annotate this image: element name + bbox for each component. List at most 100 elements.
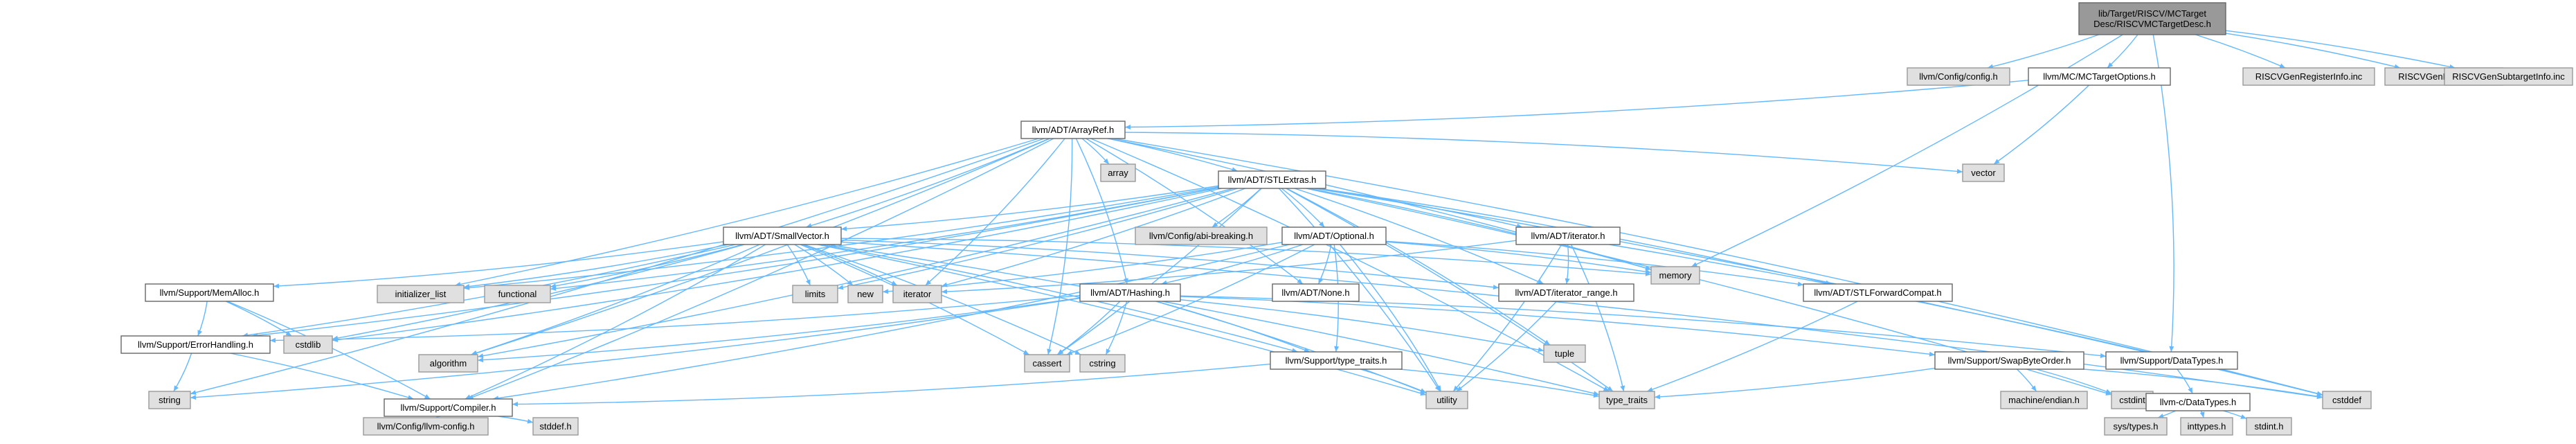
node-algorithm: algorithm bbox=[418, 354, 478, 373]
node-label-iterator: iterator bbox=[903, 289, 932, 299]
node-label-stlforward: llvm/ADT/STLForwardCompat.h bbox=[1814, 287, 1941, 298]
edge-smallvector-to-iterator bbox=[802, 244, 898, 286]
edge-iteratorh-to-iterator bbox=[941, 240, 1517, 293]
arrowhead-root-to-reginfo bbox=[2279, 63, 2286, 69]
arrowhead-swapbyteorder-to-cstddef bbox=[2316, 393, 2323, 399]
node-array: array bbox=[1100, 163, 1136, 182]
edge-root-to-config bbox=[1987, 34, 2100, 69]
node-box-memory bbox=[1650, 266, 1700, 285]
arrowhead-hashing-to-datatypes bbox=[2100, 353, 2106, 358]
node-box-subtargetinfo bbox=[2444, 67, 2573, 86]
node-optional[interactable]: llvm/ADT/Optional.h bbox=[1281, 227, 1387, 245]
node-label-config: llvm/Config/config.h bbox=[1919, 71, 1997, 82]
node-label-typetraits: type_traits bbox=[1606, 395, 1648, 405]
node-box-arrayref bbox=[1020, 121, 1126, 139]
edge-arrayref-to-iterator bbox=[925, 138, 1065, 286]
node-box-root bbox=[2078, 2, 2226, 35]
node-label-reginfo: RISCVGenRegisterInfo.inc bbox=[2255, 71, 2363, 82]
node-label-llvmconfig: llvm/Config/llvm-config.h bbox=[377, 421, 475, 432]
node-cstdlib: cstdlib bbox=[283, 335, 333, 354]
node-typetraitsh[interactable]: llvm/Support/type_traits.h bbox=[1270, 351, 1403, 370]
node-smallvector[interactable]: llvm/ADT/SmallVector.h bbox=[723, 227, 842, 245]
arrowhead-cdatatypes-to-systypes bbox=[2158, 414, 2164, 418]
node-utility: utility bbox=[1425, 391, 1468, 409]
node-box-smallvector bbox=[723, 227, 842, 245]
arrowhead-hashing-to-swapbyteorder bbox=[1929, 351, 1935, 357]
node-label-systypes: sys/types.h bbox=[2113, 421, 2158, 432]
arrowhead-typetraitsh-to-compiler bbox=[512, 401, 519, 407]
node-box-cassert bbox=[1024, 354, 1070, 373]
node-stlextras[interactable]: llvm/ADT/STLExtras.h bbox=[1218, 170, 1326, 189]
node-box-config bbox=[1907, 67, 2010, 86]
node-iteratorh[interactable]: llvm/ADT/iterator.h bbox=[1515, 227, 1621, 245]
node-box-cstddef bbox=[2322, 391, 2372, 409]
node-errorhandling[interactable]: llvm/Support/ErrorHandling.h bbox=[120, 335, 271, 354]
arrowhead-root-to-mctargetoptions bbox=[2107, 62, 2114, 68]
arrowhead-optional-to-stlforward bbox=[1797, 281, 1803, 287]
edge-arrayref-to-compiler bbox=[467, 138, 1054, 400]
node-none[interactable]: llvm/ADT/None.h bbox=[1272, 283, 1360, 302]
edge-typetraitsh-to-typetraits bbox=[1400, 368, 1600, 397]
node-arrayref[interactable]: llvm/ADT/ArrayRef.h bbox=[1020, 121, 1126, 139]
nodes-layer: lib/Target/RISCV/MCTargetDesc/RISCVMCTar… bbox=[120, 2, 2573, 436]
node-iterrange[interactable]: llvm/ADT/iterator_range.h bbox=[1498, 283, 1634, 302]
node-memalloc[interactable]: llvm/Support/MemAlloc.h bbox=[145, 283, 274, 302]
node-label-smallvector: llvm/ADT/SmallVector.h bbox=[735, 231, 829, 241]
node-llvmconfig: llvm/Config/llvm-config.h bbox=[363, 417, 489, 436]
edge-smallvector-to-cstring bbox=[804, 244, 1081, 355]
arrowhead-arrayref-to-hashing bbox=[1123, 278, 1128, 284]
node-label-swapbyteorder: llvm/Support/SwapByteOrder.h bbox=[1948, 355, 2071, 366]
arrowhead-optional-to-memory bbox=[1645, 269, 1651, 274]
node-box-hashing bbox=[1079, 283, 1181, 302]
node-inttypes: inttypes.h bbox=[2180, 417, 2233, 436]
node-reginfo: RISCVGenRegisterInfo.inc bbox=[2242, 67, 2375, 86]
node-hashing[interactable]: llvm/ADT/Hashing.h bbox=[1079, 283, 1181, 302]
node-datatypes[interactable]: llvm/Support/DataTypes.h bbox=[2105, 351, 2238, 370]
node-label-limits: limits bbox=[805, 289, 826, 299]
node-compiler[interactable]: llvm/Support/Compiler.h bbox=[384, 398, 513, 417]
arrowhead-hashing-to-string bbox=[190, 395, 197, 400]
node-box-inttypes bbox=[2180, 417, 2233, 436]
arrowhead-arrayref-to-none bbox=[1297, 278, 1303, 284]
node-box-new bbox=[847, 285, 883, 303]
node-label-arrayref: llvm/ADT/ArrayRef.h bbox=[1032, 125, 1114, 135]
arrowhead-swapbyteorder-to-machineendian bbox=[2030, 385, 2037, 391]
edge-stlextras-to-iterator bbox=[941, 188, 1245, 287]
arrowhead-stlextras-to-typetraits bbox=[1607, 386, 1613, 391]
node-box-array bbox=[1100, 163, 1136, 182]
node-label-cstdlib: cstdlib bbox=[296, 339, 321, 350]
node-cdatatypes[interactable]: llvm-c/DataTypes.h bbox=[2145, 393, 2251, 411]
node-box-systypes bbox=[2104, 417, 2168, 436]
arrowhead-arrayref-to-array bbox=[1103, 158, 1109, 164]
node-label-none: llvm/ADT/None.h bbox=[1281, 287, 1349, 298]
node-box-limits bbox=[792, 285, 838, 303]
edge-swapbyteorder-to-typetraits bbox=[1654, 367, 1936, 398]
edge-root-to-mctargetoptions bbox=[2107, 34, 2138, 69]
edge-hashing-to-algorithm bbox=[477, 297, 1081, 361]
arrowhead-smallvector-to-compiler bbox=[465, 394, 471, 399]
edge-smallvector-to-algorithm bbox=[471, 244, 760, 355]
node-stddef: stddef.h bbox=[532, 417, 579, 436]
node-label-abibreaking: llvm/Config/abi-breaking.h bbox=[1149, 231, 1253, 241]
arrowhead-optional-to-new bbox=[883, 289, 889, 294]
node-label-utility: utility bbox=[1436, 395, 1457, 405]
node-cassert: cassert bbox=[1024, 354, 1070, 373]
arrowhead-memalloc-to-compiler bbox=[424, 394, 431, 399]
edge-hashing-to-string bbox=[190, 297, 1081, 398]
arrowhead-smallvector-to-algorithm bbox=[471, 350, 477, 355]
arrowhead-optional-to-none bbox=[1318, 278, 1324, 284]
arrowhead-errorhandling-to-string bbox=[173, 385, 179, 391]
node-box-llvmconfig bbox=[363, 417, 489, 436]
node-swapbyteorder[interactable]: llvm/Support/SwapByteOrder.h bbox=[1934, 351, 2084, 370]
node-label-vector: vector bbox=[1971, 168, 1996, 178]
node-label-root: Desc/RISCVMCTargetDesc.h bbox=[2093, 19, 2211, 29]
node-mctargetoptions[interactable]: llvm/MC/MCTargetOptions.h bbox=[2028, 67, 2171, 86]
edge-root-to-instrinfo bbox=[2225, 33, 2401, 69]
edge-root-to-subtargetinfo bbox=[2225, 30, 2456, 69]
edge-mctargetoptions-to-vector bbox=[1993, 85, 2089, 165]
node-stlforward[interactable]: llvm/ADT/STLForwardCompat.h bbox=[1803, 283, 1953, 302]
edge-stlextras-to-initlist bbox=[463, 186, 1219, 289]
arrowhead-arrayref-to-vector bbox=[1956, 168, 1963, 174]
arrowhead-smallvector-to-iterrange bbox=[1493, 285, 1499, 290]
